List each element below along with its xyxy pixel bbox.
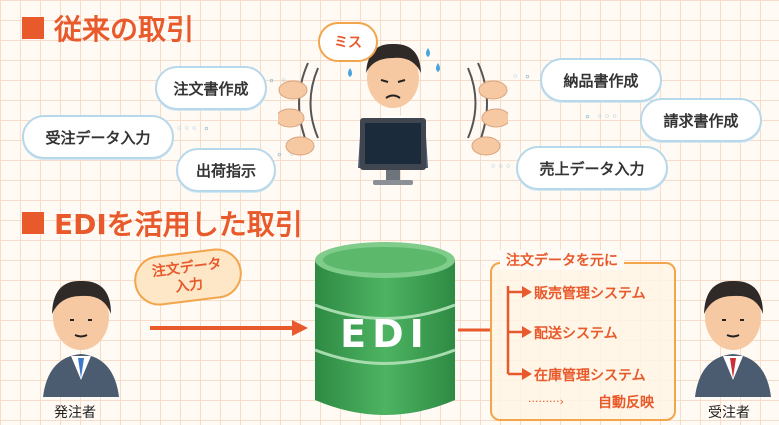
mistake-label: ミス [334,35,362,51]
branch-arrows-icon [506,286,532,380]
heading-square-icon [22,17,44,39]
cloud-sales-entry: 売上データ入力 [516,146,668,190]
result-box-title: 注文データを元に [500,250,624,270]
mistake-bubble: ミス [318,22,378,62]
edi-to-box-connector [458,328,492,332]
cloud-label: 売上データ入力 [539,159,645,178]
cloud-label: 受注データ入力 [45,128,151,147]
thought-dots: ◦ ∘ [512,70,532,83]
auto-reflect-label: 自動反映 [598,395,654,411]
system-item-inventory: 在庫管理システム [534,368,646,384]
order-entry-bubble: 注文データ入力 [131,245,245,309]
receiver-person-icon [695,280,771,397]
section2-heading: EDIを活用した取引 [22,203,303,243]
cloud-label: 出荷指示 [195,161,256,180]
cloud-order-entry: 受注データ入力 [22,115,174,159]
heading-square-icon [22,212,44,234]
system-item-sales: 販売管理システム [534,286,646,302]
order-entry-label: 注文データ入力 [151,255,223,296]
section1-heading: 従来の取引 [22,8,194,48]
thought-dots: ◦◦◦ ∘ [176,122,211,135]
cloud-shipping: 出荷指示 [176,148,276,192]
thought-dots: ◦◦◦ [490,160,513,173]
orderer-person-icon [43,280,119,397]
orderer-label: 発注者 [54,405,96,421]
cloud-label: 請求書作成 [663,111,739,130]
thought-dots: ∘ ◦◦◦ [584,110,619,123]
edi-label: EDI [340,312,430,356]
edi-database-icon [314,242,456,415]
stressed-worker-illustration [278,43,508,185]
cloud-order-form: 注文書作成 [155,66,267,110]
waving-hands-icon [278,80,508,156]
receiver-label: 受注者 [708,405,750,421]
cloud-invoice: 請求書作成 [640,98,762,142]
cloud-label: 納品書作成 [563,71,639,90]
cloud-delivery-note: 納品書作成 [540,58,662,102]
dotted-arrow-icon: ·········› [528,395,564,408]
section1-title: 従来の取引 [54,13,195,46]
worker-head [367,48,419,108]
system-item-delivery: 配送システム [534,326,618,342]
section2-title: EDIを活用した取引 [54,208,303,241]
cloud-label: 注文書作成 [173,79,249,98]
arrow-to-edi-icon [150,320,308,336]
